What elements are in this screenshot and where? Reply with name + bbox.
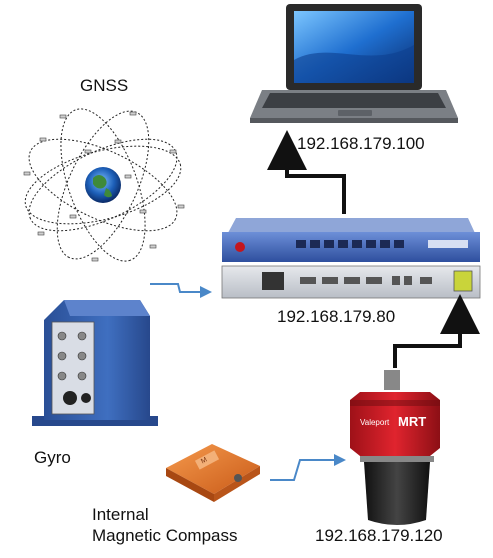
gyro-label: Gyro xyxy=(34,448,71,467)
laptop-ip-label: 192.168.179.100 xyxy=(297,134,425,153)
switch-ip-label: 192.168.179.80 xyxy=(277,307,396,326)
compass-label-line2: Magnetic Compass xyxy=(92,526,238,545)
laptop xyxy=(250,4,458,123)
gnss-label: GNSS xyxy=(80,76,129,95)
compass-label-line1: Internal xyxy=(92,505,149,524)
gnss-satellite-constellation-icon xyxy=(23,108,185,262)
gyro-unit xyxy=(32,300,158,426)
sensor-model-text: MRT xyxy=(398,414,426,429)
magnetic-compass-unit xyxy=(166,444,260,502)
arrow-gnss-gyro-to-switch xyxy=(150,283,212,298)
sensor-ip-label: 192.168.179.120 xyxy=(315,526,443,545)
arrow-sensor-to-switch xyxy=(393,294,480,368)
arrow-switch-to-laptop xyxy=(267,130,346,214)
mrt-sensor xyxy=(350,370,440,525)
arrow-compass-to-sensor xyxy=(270,454,346,481)
network-switch xyxy=(221,218,481,299)
compass-tag-text: M xyxy=(200,456,209,465)
sensor-brand-text: Valeport xyxy=(360,418,390,427)
